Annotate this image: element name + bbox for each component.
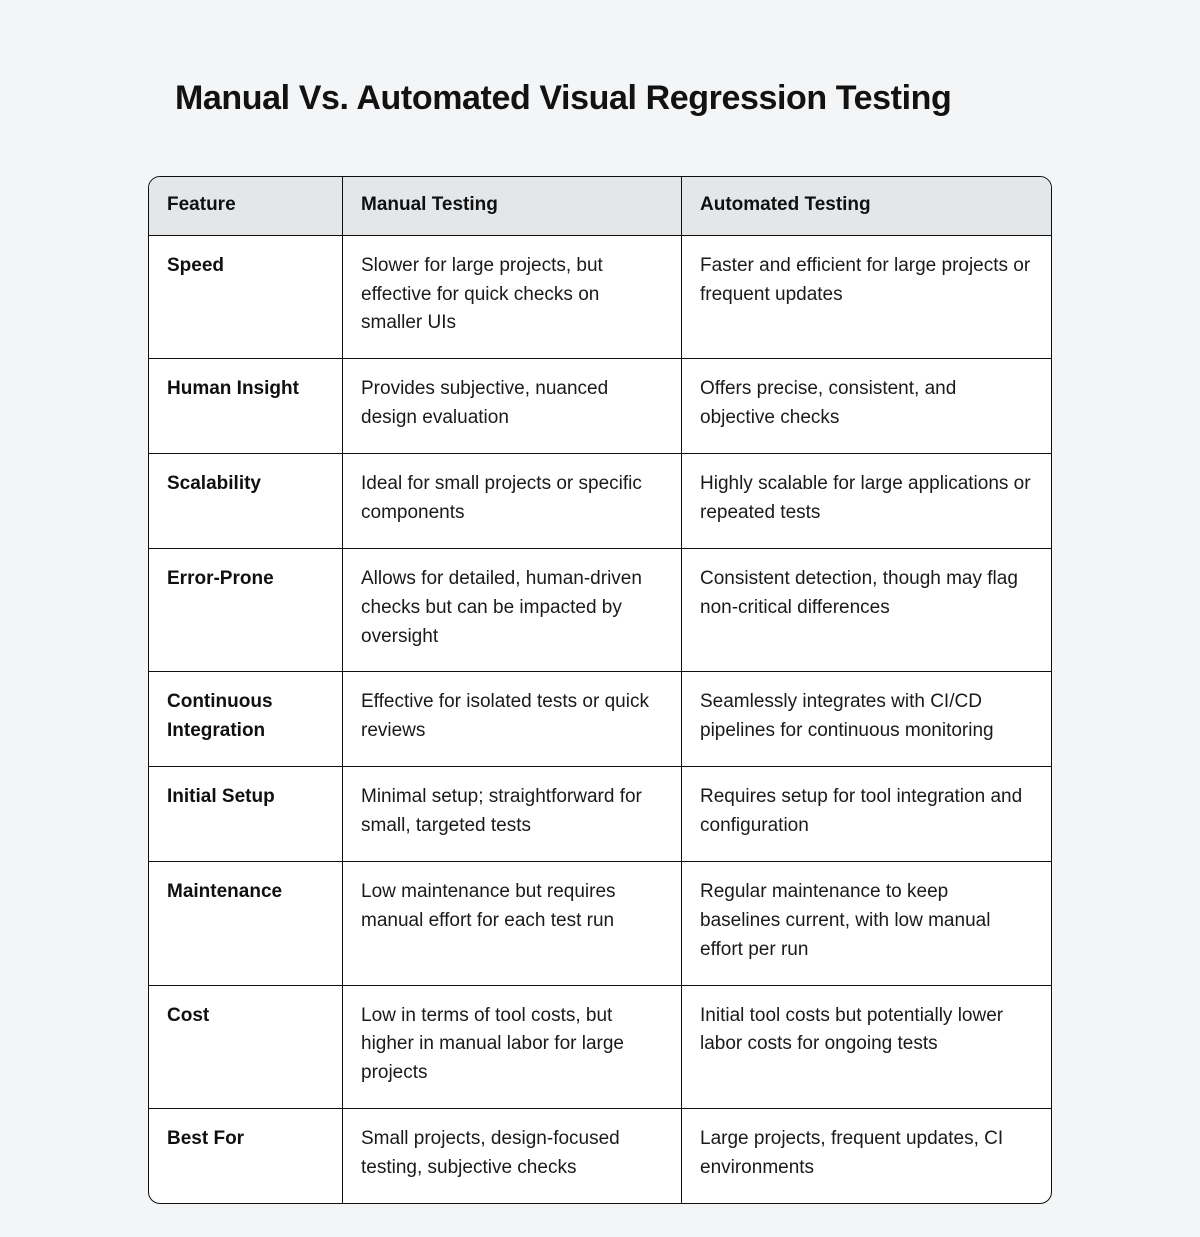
cell-feature: Speed	[149, 235, 343, 360]
table-row: Speed Slower for large projects, but eff…	[149, 235, 1051, 360]
cell-manual: Slower for large projects, but effective…	[343, 235, 682, 360]
cell-manual: Minimal setup; straightforward for small…	[343, 767, 682, 862]
cell-automated: Faster and efficient for large projects …	[682, 236, 1051, 360]
cell-automated: Regular maintenance to keep baselines cu…	[682, 862, 1051, 986]
column-header-feature: Feature	[149, 177, 343, 236]
cell-feature: Best For	[149, 1109, 343, 1203]
table-row: Best For Small projects, design-focused …	[149, 1109, 1051, 1203]
cell-automated: Initial tool costs but potentially lower…	[682, 986, 1051, 1110]
cell-feature: Continuous Integration	[149, 672, 343, 768]
cell-feature: Initial Setup	[149, 767, 343, 862]
comparison-table: Feature Manual Testing Automated Testing…	[148, 176, 1052, 1204]
table-row: Continuous Integration Effective for iso…	[149, 672, 1051, 768]
table-row: Error-Prone Allows for detailed, human-d…	[149, 548, 1051, 673]
table-row: Human Insight Provides subjective, nuanc…	[149, 359, 1051, 455]
table-row: Initial Setup Minimal setup; straightfor…	[149, 767, 1051, 862]
table-body: Speed Slower for large projects, but eff…	[149, 235, 1051, 1203]
table-header: Feature Manual Testing Automated Testing	[149, 177, 1051, 236]
cell-automated: Requires setup for tool integration and …	[682, 767, 1051, 862]
cell-manual: Provides subjective, nuanced design eval…	[343, 359, 682, 455]
column-header-automated-testing: Automated Testing	[682, 177, 1051, 236]
cell-manual: Small projects, design-focused testing, …	[343, 1109, 682, 1203]
cell-manual: Low maintenance but requires manual effo…	[343, 861, 682, 986]
cell-automated: Large projects, frequent updates, CI env…	[700, 1128, 1004, 1179]
table-row: Maintenance Low maintenance but requires…	[149, 861, 1051, 986]
column-header-manual-testing: Manual Testing	[343, 177, 682, 236]
cell-feature: Cost	[149, 985, 343, 1110]
cell-manual: Ideal for small projects or specific com…	[343, 454, 682, 549]
cell-manual: Low in terms of tool costs, but higher i…	[343, 985, 682, 1110]
comparison-table-container: Feature Manual Testing Automated Testing…	[148, 176, 1052, 1204]
cell-manual: Allows for detailed, human-driven checks…	[343, 548, 682, 673]
cell-manual: Effective for isolated tests or quick re…	[343, 672, 682, 768]
cell-automated: Consistent detection, though may flag no…	[682, 549, 1051, 673]
cell-feature: Human Insight	[149, 359, 343, 455]
table-row: Cost Low in terms of tool costs, but hig…	[149, 985, 1051, 1110]
cell-feature: Maintenance	[149, 861, 343, 986]
table-row: Scalability Ideal for small projects or …	[149, 454, 1051, 549]
cell-feature: Error-Prone	[149, 548, 343, 673]
cell-automated: Offers precise, consistent, and objectiv…	[682, 359, 1051, 455]
page-title: Manual Vs. Automated Visual Regression T…	[175, 79, 952, 117]
cell-automated: Highly scalable for large applications o…	[682, 454, 1051, 549]
cell-feature: Scalability	[149, 454, 343, 549]
cell-automated: Seamlessly integrates with CI/CD pipelin…	[682, 672, 1051, 768]
table-header-row: Feature Manual Testing Automated Testing	[149, 177, 1051, 236]
